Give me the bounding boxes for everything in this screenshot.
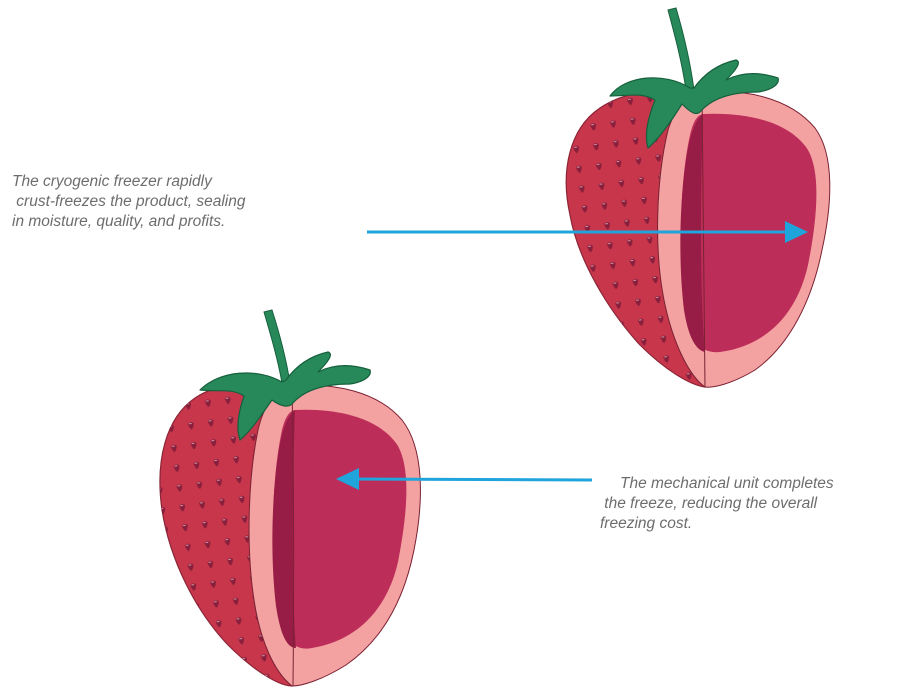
caption-mechanical-line-3: freezing cost. bbox=[600, 514, 834, 534]
caption-cryogenic-line-1: The cryogenic freezer rapidly bbox=[12, 172, 245, 192]
strawberry-bottom-stem bbox=[264, 310, 290, 383]
caption-cryogenic-freezer: The cryogenic freezer rapidly crust-free… bbox=[12, 172, 245, 232]
caption-cryogenic-line-3: in moisture, quality, and profits. bbox=[12, 212, 245, 232]
caption-mechanical-line-2: the freeze, reducing the overall bbox=[600, 494, 834, 514]
strawberry-top bbox=[566, 8, 830, 387]
strawberry-top-stem bbox=[668, 8, 694, 90]
caption-cryogenic-line-2: crust-freezes the product, sealing bbox=[12, 192, 245, 212]
caption-mechanical-line-1: The mechanical unit completes bbox=[600, 474, 834, 494]
arrow-mechanical-to-core bbox=[352, 479, 592, 480]
caption-mechanical-unit: The mechanical unit completes the freeze… bbox=[600, 474, 834, 534]
strawberry-bottom bbox=[160, 310, 420, 686]
